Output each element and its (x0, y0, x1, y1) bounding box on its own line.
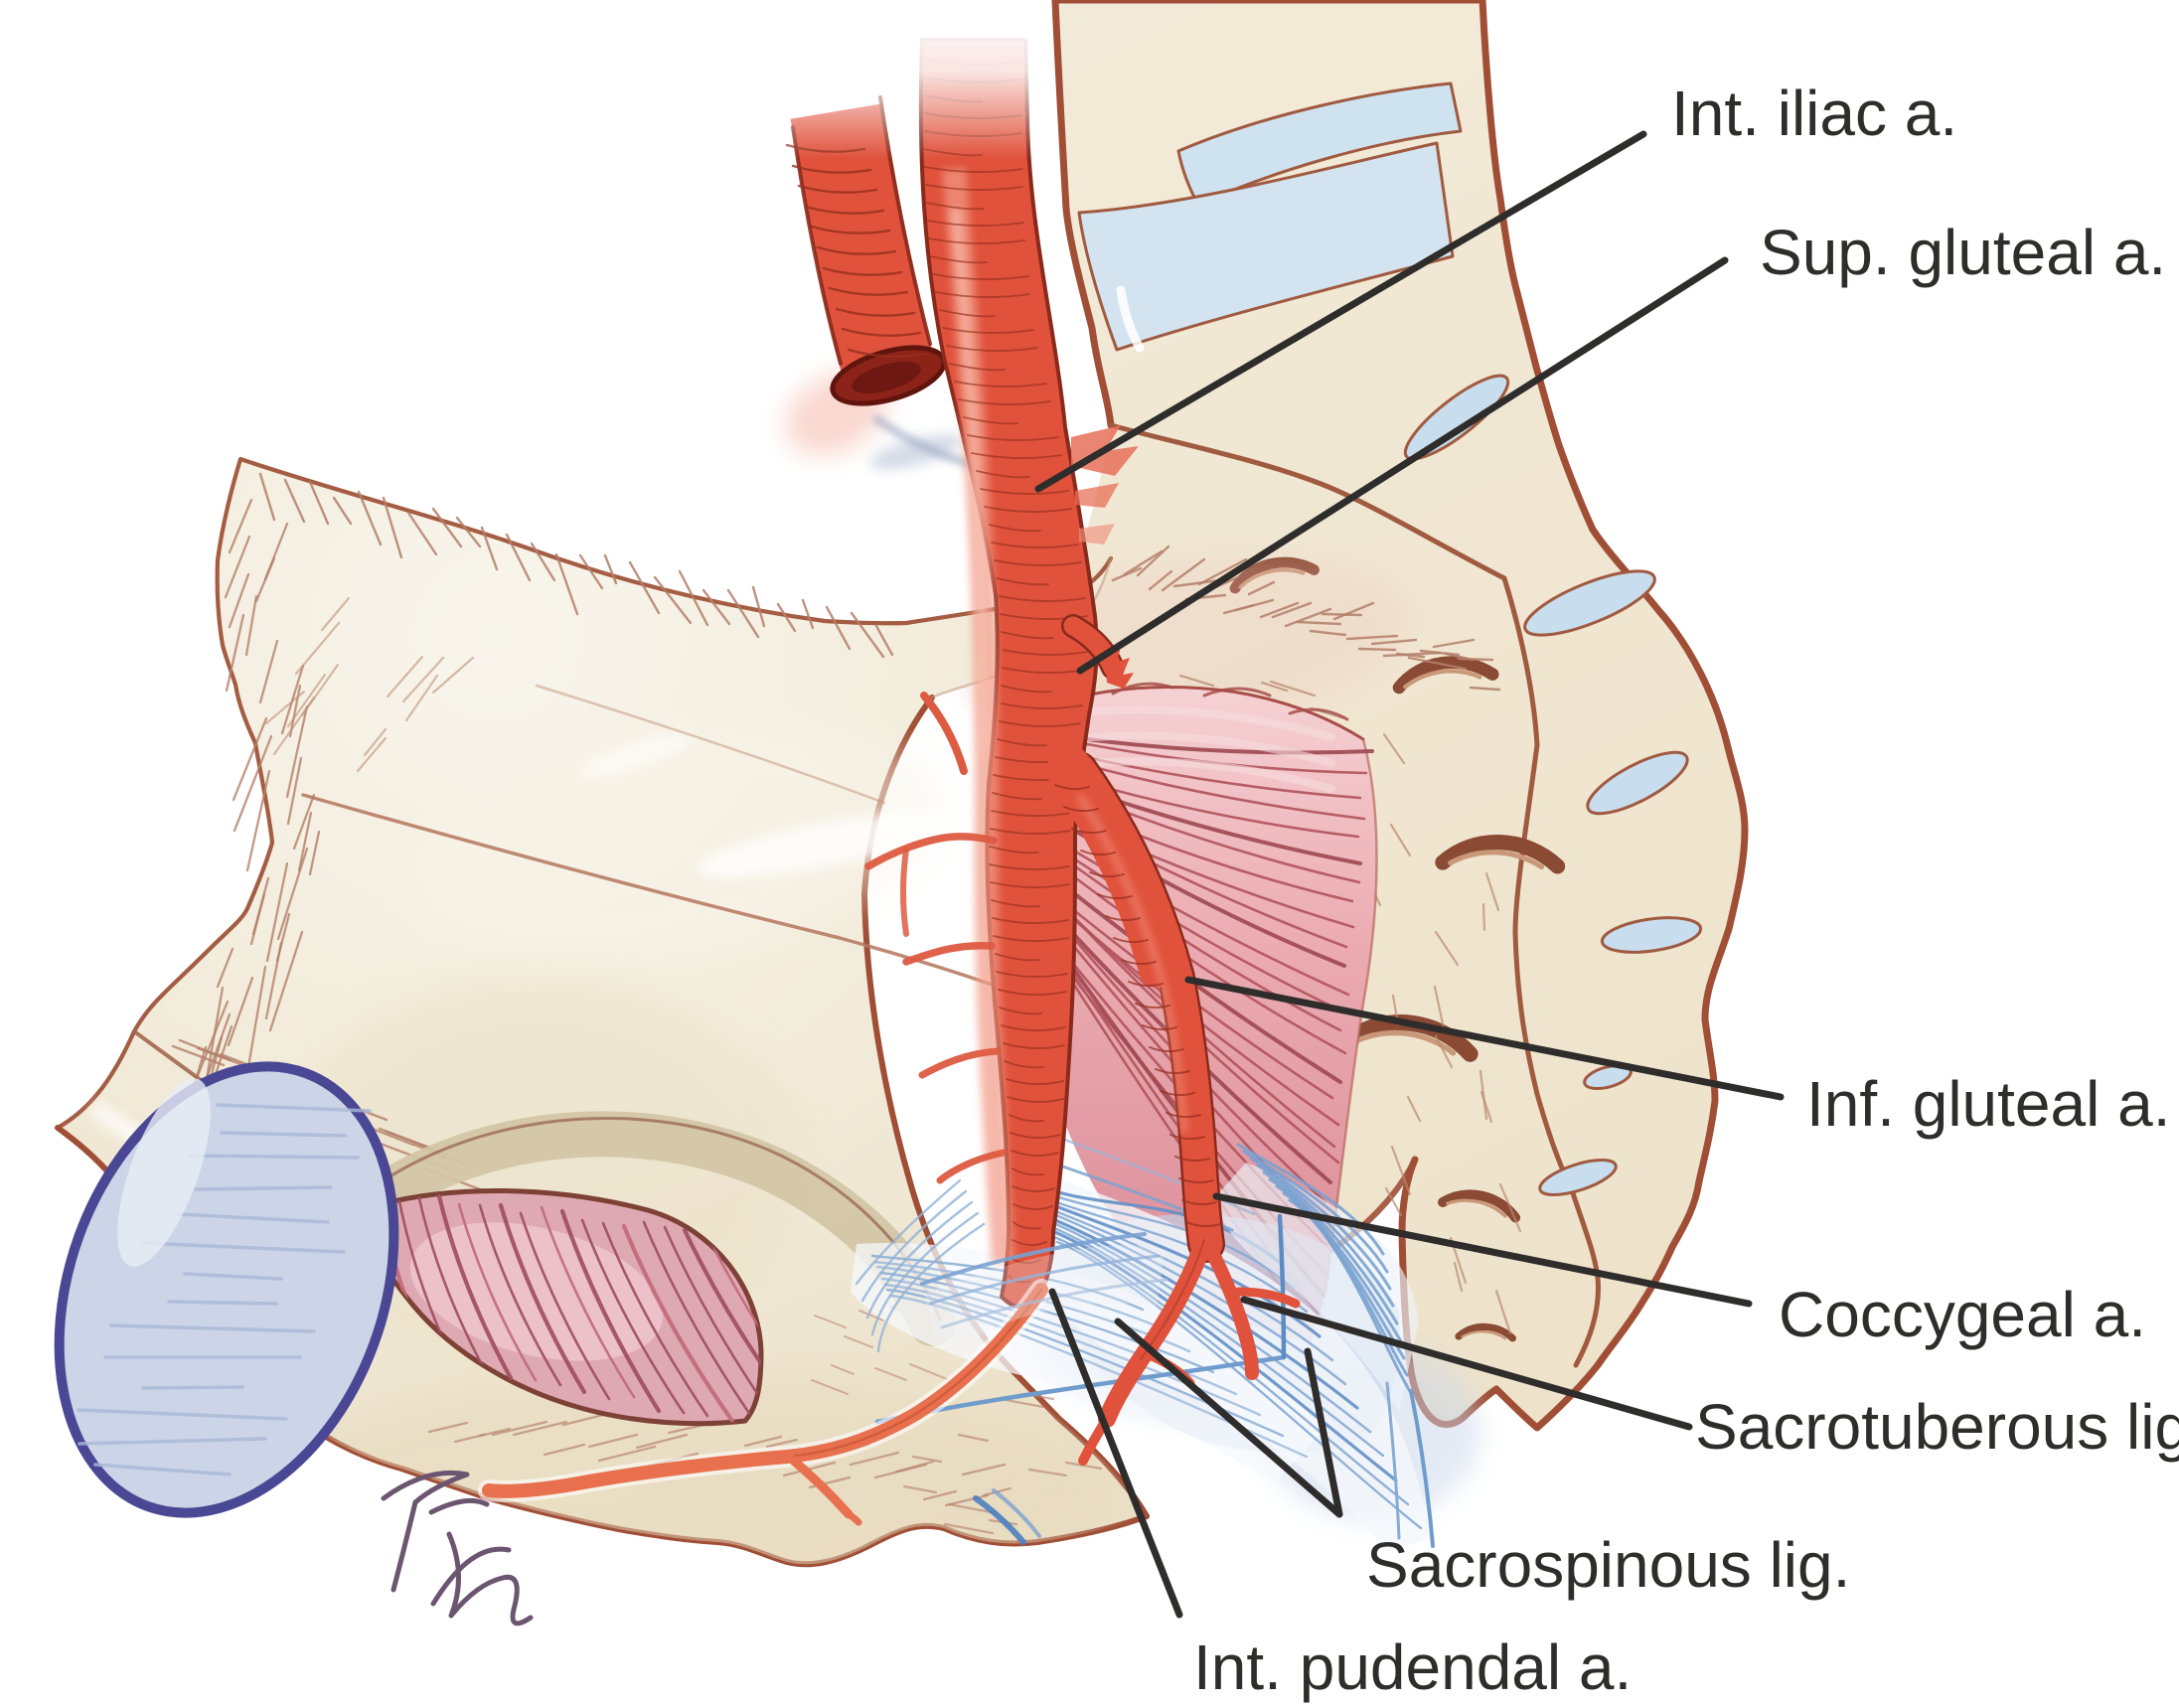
svg-text:Inf. gluteal a.: Inf. gluteal a. (1806, 1068, 2170, 1140)
svg-text:Sacrotuberous lig: Sacrotuberous lig (1695, 1391, 2179, 1463)
svg-text:Int. pudendal a.: Int. pudendal a. (1193, 1631, 1632, 1703)
svg-text:Coccygeal a.: Coccygeal a. (1779, 1279, 2146, 1350)
svg-text:Int. iliac a.: Int. iliac a. (1671, 78, 1957, 149)
svg-text:Sacrospinous lig.: Sacrospinous lig. (1366, 1529, 1850, 1601)
svg-text:Sup. gluteal a.: Sup. gluteal a. (1760, 217, 2166, 288)
